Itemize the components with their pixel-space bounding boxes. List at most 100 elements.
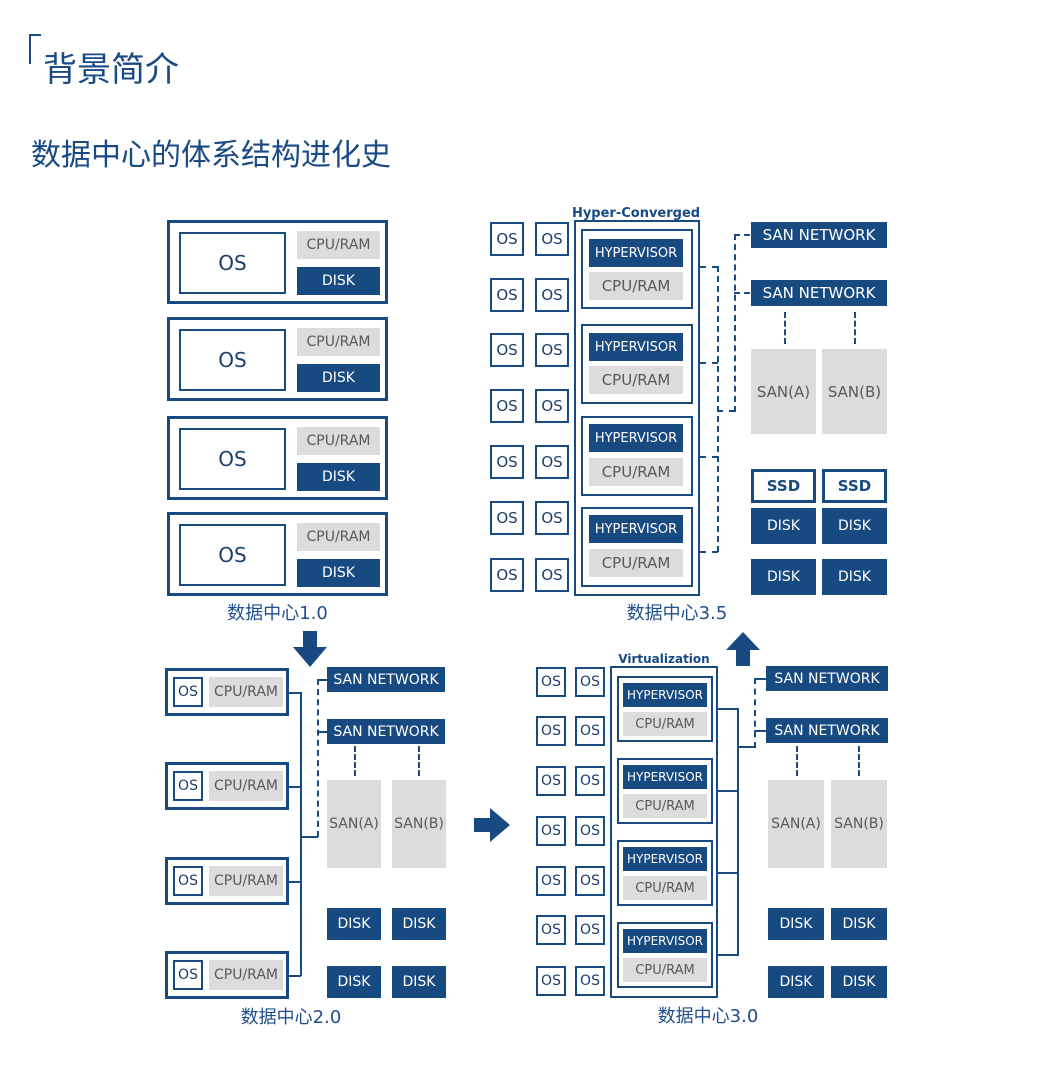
dc35-ssd: SSD: [751, 469, 816, 503]
connector: [718, 954, 738, 956]
dashed-connector: [717, 410, 735, 412]
dc35-hypervisor: HYPERVISOR: [589, 515, 683, 543]
dc35-caption: 数据中心3.5: [626, 603, 728, 624]
dc20-san-network: SAN NETWORK: [327, 667, 445, 692]
dashed-connector: [754, 678, 756, 748]
dc35-os-box: OS: [490, 445, 524, 479]
page-title: 背景简介: [43, 50, 179, 90]
dc20-os-box: OS: [173, 771, 203, 801]
dc35-san-a: SAN(A): [751, 349, 816, 434]
dc35-disk: DISK: [822, 508, 887, 544]
dc30-os-box: OS: [575, 667, 605, 697]
connector: [300, 836, 318, 838]
connector: [718, 708, 738, 710]
dc20-disk: DISK: [392, 908, 446, 940]
dc10-os-box: OS: [179, 329, 286, 391]
title-bracket-decoration: [29, 34, 41, 64]
dashed-connector: [734, 234, 736, 412]
dc35-os-box: OS: [490, 222, 524, 256]
dc35-os-box: OS: [535, 558, 569, 592]
dc20-cpu-ram: CPU/RAM: [209, 677, 283, 707]
dc35-disk: DISK: [822, 559, 887, 595]
dc35-hypervisor: HYPERVISOR: [589, 239, 683, 267]
dashed-connector: [354, 746, 356, 776]
dc35-san-network: SAN NETWORK: [751, 222, 887, 248]
arrow-down-icon: [293, 631, 327, 667]
dc30-disk: DISK: [768, 966, 824, 998]
dc20-caption: 数据中心2.0: [240, 1007, 342, 1028]
dc30-san-a: SAN(A): [768, 780, 824, 868]
dc30-san-network: SAN NETWORK: [766, 718, 888, 743]
dc10-os-box: OS: [179, 524, 286, 586]
dc30-cpu-ram: CPU/RAM: [623, 958, 707, 982]
dashed-connector: [317, 679, 319, 837]
dashed-connector: [854, 312, 856, 344]
dc20-cpu-ram: CPU/RAM: [209, 866, 283, 896]
connector: [718, 872, 738, 874]
dc30-cpu-ram: CPU/RAM: [623, 876, 707, 900]
dc30-os-box: OS: [536, 716, 566, 746]
connector: [289, 786, 301, 788]
dc35-os-box: OS: [490, 333, 524, 367]
dashed-connector: [717, 266, 719, 552]
dashed-connector: [700, 551, 718, 553]
dc30-os-box: OS: [575, 766, 605, 796]
dc35-os-box: OS: [490, 389, 524, 423]
dc30-os-box: OS: [536, 915, 566, 945]
dc35-os-box: OS: [490, 278, 524, 312]
dc30-disk: DISK: [831, 908, 887, 940]
dc35-cpu-ram: CPU/RAM: [589, 549, 683, 577]
dc20-san-a: SAN(A): [327, 780, 381, 868]
dc30-disk: DISK: [768, 908, 824, 940]
connector: [300, 692, 302, 976]
dc35-cpu-ram: CPU/RAM: [589, 272, 683, 300]
connector: [737, 746, 755, 748]
dc30-hypervisor: HYPERVISOR: [623, 847, 707, 871]
dc20-os-box: OS: [173, 866, 203, 896]
dc20-cpu-ram: CPU/RAM: [209, 960, 283, 990]
dashed-connector: [418, 746, 420, 776]
dc35-ssd: SSD: [822, 469, 887, 503]
dc30-os-box: OS: [536, 667, 566, 697]
dc30-san-network: SAN NETWORK: [766, 666, 888, 691]
connector: [289, 692, 301, 694]
dashed-connector: [858, 746, 860, 776]
dc30-hypervisor: HYPERVISOR: [623, 765, 707, 789]
dc30-disk: DISK: [831, 966, 887, 998]
dc35-os-box: OS: [535, 501, 569, 535]
page-subtitle: 数据中心的体系结构进化史: [31, 138, 391, 173]
dc35-os-box: OS: [490, 501, 524, 535]
arrow-up-icon: [726, 632, 760, 666]
dc20-os-box: OS: [173, 960, 203, 990]
dc30-os-box: OS: [536, 766, 566, 796]
dc10-disk: DISK: [297, 364, 380, 392]
dc20-san-network: SAN NETWORK: [327, 719, 445, 744]
dc30-os-box: OS: [536, 866, 566, 896]
dc35-cpu-ram: CPU/RAM: [589, 458, 683, 486]
connector: [737, 708, 739, 956]
dashed-connector: [784, 312, 786, 344]
dc35-hypervisor: HYPERVISOR: [589, 424, 683, 452]
dc30-caption: 数据中心3.0: [657, 1006, 759, 1027]
dc30-os-box: OS: [575, 915, 605, 945]
dc30-os-box: OS: [536, 966, 566, 996]
arrow-right-icon: [474, 808, 510, 842]
dc35-frame-title: Hyper-Converged: [571, 205, 701, 221]
dashed-connector: [734, 234, 750, 236]
dashed-connector: [317, 731, 327, 733]
dc20-san-b: SAN(B): [392, 780, 446, 868]
dc30-cpu-ram: CPU/RAM: [623, 794, 707, 818]
dc35-disk: DISK: [751, 508, 816, 544]
dc30-san-b: SAN(B): [831, 780, 887, 868]
dc10-disk: DISK: [297, 267, 380, 295]
connector: [718, 790, 738, 792]
dc20-disk: DISK: [392, 966, 446, 998]
dc10-cpu-ram: CPU/RAM: [297, 523, 380, 551]
dc10-disk: DISK: [297, 463, 380, 491]
dc30-os-box: OS: [536, 816, 566, 846]
dc30-os-box: OS: [575, 816, 605, 846]
dc10-cpu-ram: CPU/RAM: [297, 231, 380, 259]
dc35-os-box: OS: [535, 445, 569, 479]
dc35-cpu-ram: CPU/RAM: [589, 366, 683, 394]
connector: [289, 881, 301, 883]
